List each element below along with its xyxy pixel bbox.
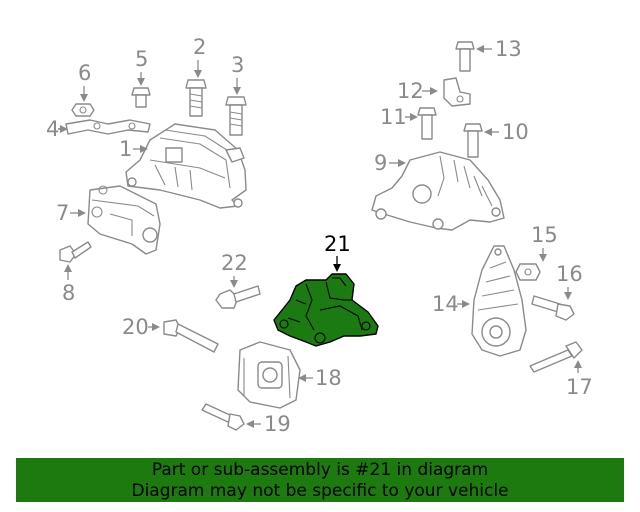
part-3-bolt[interactable] — [225, 96, 247, 136]
callout-14[interactable]: 14 — [432, 292, 470, 316]
svg-text:9: 9 — [374, 151, 387, 175]
part-17-bolt[interactable] — [529, 341, 583, 373]
part-19-bolt[interactable] — [201, 403, 245, 431]
svg-text:13: 13 — [495, 37, 522, 61]
callout-9[interactable]: 9 — [374, 151, 406, 175]
part-14-mount[interactable] — [471, 245, 527, 357]
svg-text:19: 19 — [264, 412, 291, 436]
part-11-bolt[interactable] — [417, 107, 437, 140]
callout-19[interactable]: 19 — [246, 412, 291, 436]
callout-18[interactable]: 18 — [298, 366, 342, 390]
callout-2[interactable]: 2 — [193, 35, 206, 78]
svg-text:14: 14 — [432, 292, 459, 316]
part-7-bracket[interactable] — [87, 185, 161, 255]
svg-text:18: 18 — [315, 366, 342, 390]
svg-text:4: 4 — [46, 117, 59, 141]
part-9-mount[interactable] — [371, 151, 505, 231]
callout-16[interactable]: 16 — [556, 262, 583, 300]
svg-text:8: 8 — [62, 281, 75, 305]
callout-15[interactable]: 15 — [531, 223, 558, 262]
callout-1[interactable]: 1 — [119, 137, 148, 161]
part-16-bolt[interactable] — [531, 295, 575, 321]
part-2-bolt[interactable] — [185, 79, 207, 117]
svg-text:10: 10 — [502, 120, 529, 144]
part-22-bolt[interactable] — [215, 285, 261, 309]
callout-8[interactable]: 8 — [62, 264, 75, 305]
part-1-mount[interactable] — [125, 123, 247, 209]
part-4-strap[interactable] — [65, 119, 151, 135]
callout-12[interactable]: 12 — [397, 79, 438, 103]
svg-text:3: 3 — [231, 53, 244, 77]
callout-5[interactable]: 5 — [135, 47, 148, 86]
banner-line-1: Part or sub-assembly is #21 in diagram — [151, 460, 489, 480]
part-18-isolator[interactable] — [237, 341, 301, 409]
svg-text:21: 21 — [324, 232, 351, 256]
callout-4[interactable]: 4 — [46, 117, 68, 141]
part-21-highlighted-mount[interactable] — [273, 273, 379, 347]
svg-text:5: 5 — [135, 47, 148, 71]
callout-6[interactable]: 6 — [78, 61, 91, 102]
callout-11[interactable]: 11 — [380, 105, 418, 129]
callout-10[interactable]: 10 — [484, 120, 529, 144]
svg-text:12: 12 — [397, 79, 424, 103]
info-banner: Part or sub-assembly is #21 in diagram D… — [16, 458, 624, 502]
svg-text:20: 20 — [122, 315, 149, 339]
svg-text:7: 7 — [56, 201, 69, 225]
part-6-nut[interactable] — [71, 103, 95, 117]
banner-line-2: Diagram may not be specific to your vehi… — [131, 481, 509, 501]
svg-text:17: 17 — [566, 375, 593, 399]
svg-text:15: 15 — [531, 223, 558, 247]
callout-3[interactable]: 3 — [231, 53, 244, 95]
callout-21[interactable]: 21 — [324, 232, 351, 272]
callout-17[interactable]: 17 — [566, 360, 593, 399]
svg-text:16: 16 — [556, 262, 583, 286]
svg-text:22: 22 — [221, 251, 248, 275]
svg-text:1: 1 — [119, 137, 132, 161]
svg-text:2: 2 — [193, 35, 206, 59]
svg-text:11: 11 — [380, 105, 407, 129]
part-15-nut[interactable] — [515, 263, 541, 281]
svg-text:6: 6 — [78, 61, 91, 85]
part-12-clip[interactable] — [443, 77, 471, 107]
part-8-bolt[interactable] — [59, 241, 92, 263]
part-13-bolt[interactable] — [455, 41, 475, 72]
callout-20[interactable]: 20 — [122, 315, 160, 339]
part-10-bolt[interactable] — [463, 123, 483, 158]
callout-7[interactable]: 7 — [56, 201, 86, 225]
callout-22[interactable]: 22 — [221, 251, 248, 288]
callout-13[interactable]: 13 — [476, 37, 522, 61]
part-5-bolt[interactable] — [131, 87, 151, 108]
part-20-bolt[interactable] — [163, 319, 219, 353]
